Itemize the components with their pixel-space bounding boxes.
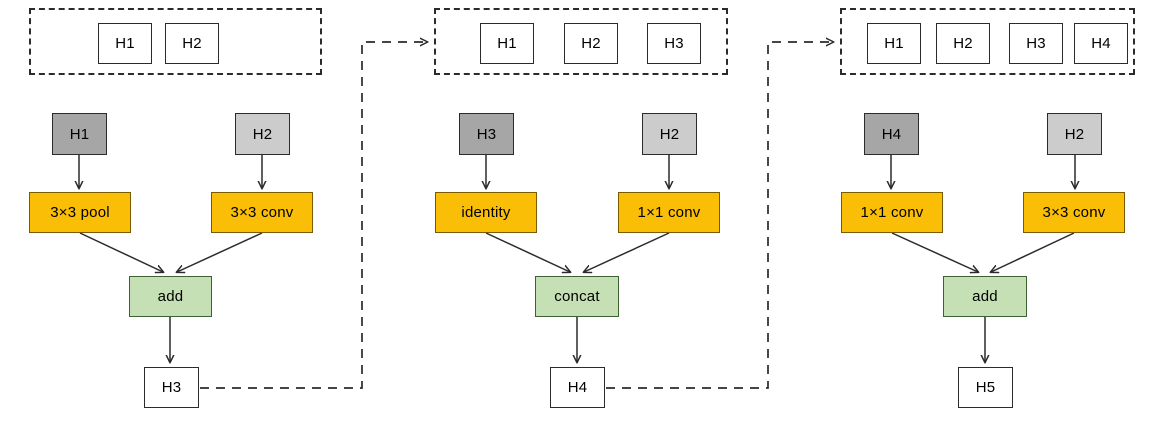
step-1-pool-state-h1[interactable]: H1 bbox=[98, 23, 152, 64]
step-3-pool-state-h3[interactable]: H3 bbox=[1009, 23, 1063, 64]
step-3-operation-left[interactable]: 1×1 conv bbox=[841, 192, 943, 233]
step-1-operation-left[interactable]: 3×3 pool bbox=[29, 192, 131, 233]
step-2-input-secondary[interactable]: H2 bbox=[642, 113, 697, 155]
step-3-operation-right[interactable]: 3×3 conv bbox=[1023, 192, 1125, 233]
step-1-pool-state-h2[interactable]: H2 bbox=[165, 23, 219, 64]
step-2-input-primary[interactable]: H3 bbox=[459, 113, 514, 155]
step-1-output[interactable]: H3 bbox=[144, 367, 199, 408]
step-2-operation-right[interactable]: 1×1 conv bbox=[618, 192, 720, 233]
step-2-output[interactable]: H4 bbox=[550, 367, 605, 408]
step-3-pool-state-h4[interactable]: H4 bbox=[1074, 23, 1128, 64]
step-1-input-primary[interactable]: H1 bbox=[52, 113, 107, 155]
step-2-operation-left[interactable]: identity bbox=[435, 192, 537, 233]
step-3-pool-state-h1[interactable]: H1 bbox=[867, 23, 921, 64]
step-3-input-secondary[interactable]: H2 bbox=[1047, 113, 1102, 155]
step-3-merge[interactable]: add bbox=[943, 276, 1027, 317]
step-2-merge[interactable]: concat bbox=[535, 276, 619, 317]
step-2-pool-state-h1[interactable]: H1 bbox=[480, 23, 534, 64]
step-1-state-pool bbox=[29, 8, 322, 75]
step-3-pool-state-h2[interactable]: H2 bbox=[936, 23, 990, 64]
step-1-merge[interactable]: add bbox=[129, 276, 212, 317]
step-2-state-pool bbox=[434, 8, 728, 75]
step-2-pool-state-h2[interactable]: H2 bbox=[564, 23, 618, 64]
step-1-operation-right[interactable]: 3×3 conv bbox=[211, 192, 313, 233]
step-1-input-secondary[interactable]: H2 bbox=[235, 113, 290, 155]
step-2-pool-state-h3[interactable]: H3 bbox=[647, 23, 701, 64]
step-3-state-pool bbox=[840, 8, 1135, 75]
step-3-output[interactable]: H5 bbox=[958, 367, 1013, 408]
step-3-input-primary[interactable]: H4 bbox=[864, 113, 919, 155]
